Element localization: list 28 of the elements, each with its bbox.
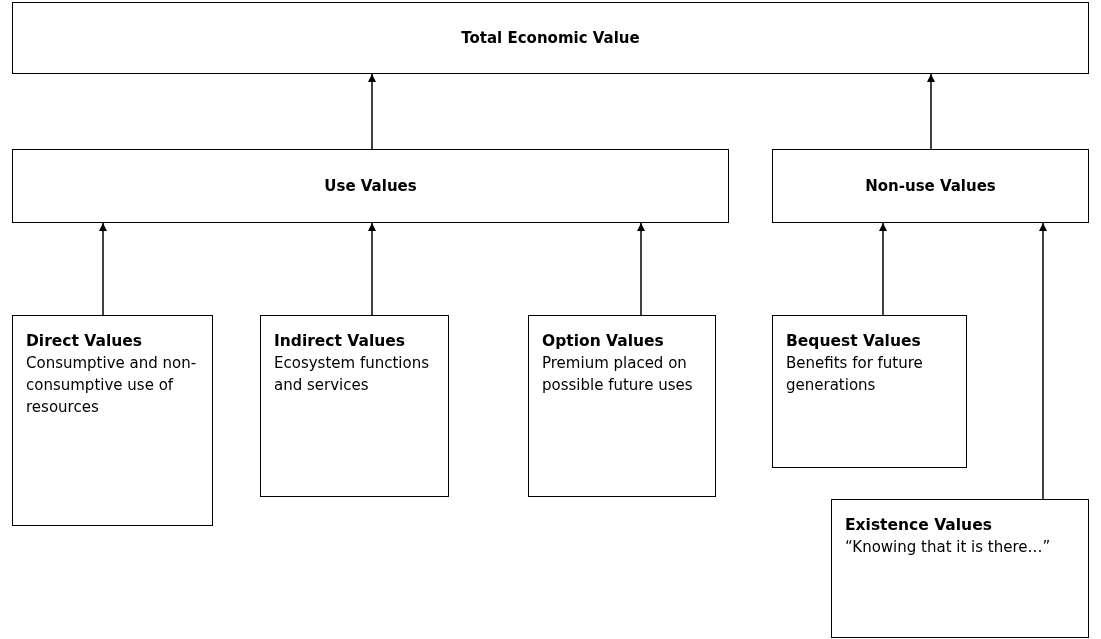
value-card: [772, 315, 967, 468]
category-box: [12, 2, 1089, 74]
heading: Existence Values: [845, 515, 993, 536]
heading: Non-use Values: [865, 177, 996, 195]
description: Ecosystem functions and services: [274, 353, 430, 396]
heading: Bequest Values: [786, 331, 922, 352]
arrow: [927, 73, 935, 150]
category-box: [772, 149, 1089, 223]
arrow: [368, 222, 376, 316]
value-card: [831, 499, 1089, 638]
description: “Knowing that it is there…”: [845, 537, 1052, 558]
arrow: [99, 222, 107, 316]
heading: Direct Values: [26, 331, 144, 352]
category-box: [12, 149, 729, 223]
heading: Option Values: [542, 331, 665, 352]
description: Premium placed on possible future uses: [542, 353, 694, 396]
value-card: [12, 315, 213, 526]
heading: Use Values: [324, 177, 417, 195]
arrow: [637, 222, 645, 316]
value-card: [260, 315, 449, 497]
heading: Total Economic Value: [461, 29, 640, 47]
arrow: [879, 222, 887, 316]
description: Consumptive and non-consumptive use of resources: [26, 353, 198, 418]
heading: Indirect Values: [274, 331, 407, 352]
arrow: [368, 73, 376, 150]
value-card: [528, 315, 716, 497]
arrow: [1039, 222, 1047, 500]
description: Benefits for future generations: [786, 353, 924, 396]
